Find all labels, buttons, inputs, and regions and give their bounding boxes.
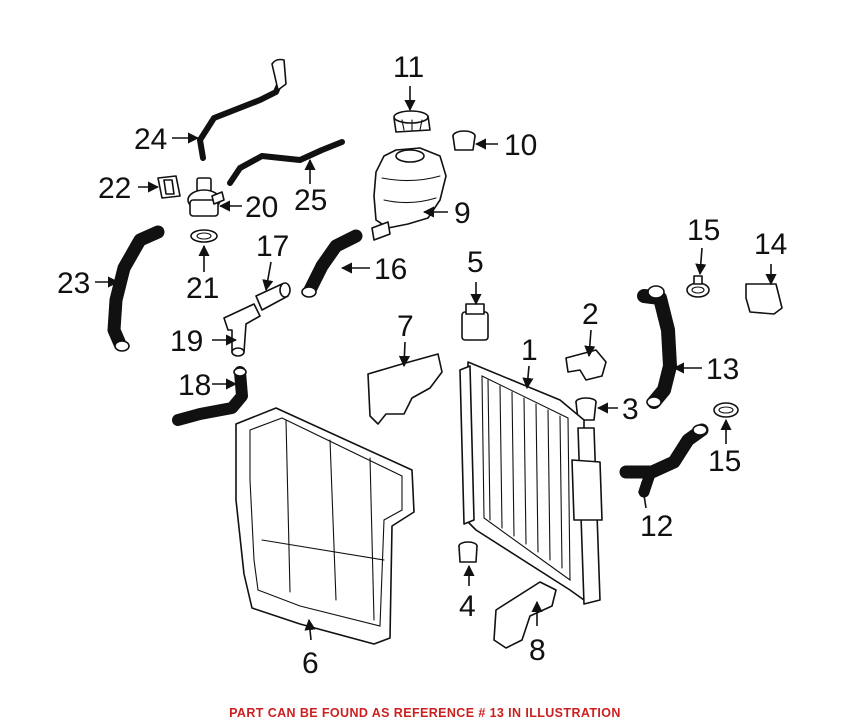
part-8-bracket (493, 581, 557, 649)
part-12-hose (619, 423, 709, 498)
part-7-bracket (367, 353, 443, 425)
callout-13: 13 (706, 353, 739, 386)
callout-14: 14 (754, 228, 787, 261)
callout-8: 8 (529, 634, 546, 667)
part-4-mount (458, 541, 478, 563)
callout-19: 19 (170, 325, 203, 358)
part-17-connector (255, 282, 291, 311)
part-3-plug (575, 397, 597, 421)
callout-25: 25 (294, 184, 327, 217)
callout-12: 12 (640, 510, 673, 543)
callout-1: 1 (521, 334, 538, 367)
part-13-hose (637, 285, 677, 409)
parts-diagram: 1 2 3 4 5 6 7 8 9 10 11 12 13 14 15 15 1… (57, 51, 787, 680)
callout-20: 20 (245, 191, 278, 224)
part-20-pump (187, 177, 225, 217)
callout-11: 11 (393, 51, 424, 84)
callout-22: 22 (98, 172, 131, 205)
callout-10: 10 (504, 129, 537, 162)
callout-15-upper: 15 (687, 214, 720, 247)
callout-5: 5 (467, 246, 484, 279)
part-15-clamp-lower (713, 402, 739, 418)
part-15-clamp-upper (686, 275, 710, 298)
part-2-bracket (565, 349, 607, 381)
callout-23: 23 (57, 267, 90, 300)
part-21-seal (190, 229, 218, 243)
callout-6: 6 (302, 647, 319, 680)
part-1-radiator (459, 361, 603, 605)
callout-2: 2 (582, 298, 599, 331)
callout-15-lower: 15 (708, 445, 741, 478)
callout-21: 21 (186, 272, 219, 305)
part-23-hose (107, 225, 165, 352)
callout-18: 18 (178, 369, 211, 402)
part-18-hose (172, 366, 248, 426)
part-11-cap (393, 110, 431, 133)
callout-4: 4 (459, 590, 476, 623)
footer-note: PART CAN BE FOUND AS REFERENCE # 13 IN I… (229, 706, 621, 720)
part-22-clip (157, 175, 181, 199)
part-16-hose (301, 229, 363, 298)
part-9-expansion-tank (371, 147, 447, 241)
part-25-hose (227, 139, 345, 186)
callout-9: 9 (454, 197, 471, 230)
callout-7: 7 (397, 310, 414, 343)
part-19-fitting (223, 303, 261, 357)
callout-16: 16 (374, 253, 407, 286)
callout-3: 3 (622, 393, 639, 426)
callout-arrows (95, 86, 777, 641)
part-6-shroud (235, 407, 415, 645)
callout-24: 24 (134, 123, 167, 156)
part-10-plug (452, 130, 476, 151)
part-24-hose (197, 58, 287, 161)
part-5-sensor (461, 303, 489, 341)
part-14-bracket (745, 283, 783, 315)
callout-17: 17 (256, 230, 289, 263)
